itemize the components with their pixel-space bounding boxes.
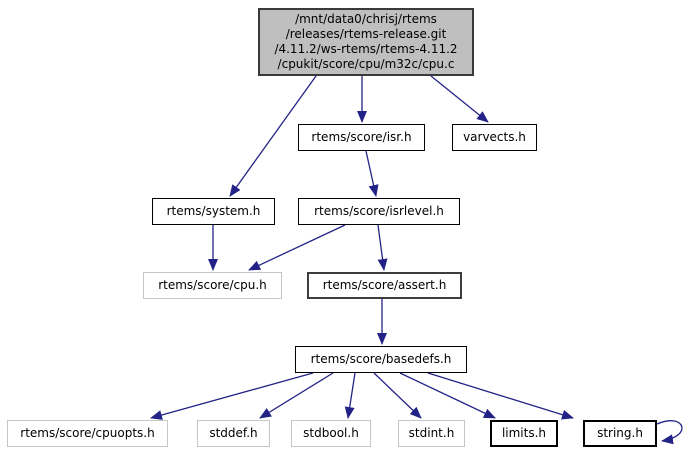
edge-isrlevel-h-to-cpu-h — [248, 224, 346, 271]
node-label: stdbool.h — [303, 426, 359, 440]
node-stdint-h[interactable]: stdint.h — [398, 420, 465, 447]
node-limits-h[interactable]: limits.h — [490, 420, 558, 447]
node-stddef-h[interactable]: stddef.h — [197, 420, 270, 447]
edge-isr-h-to-isrlevel-h — [365, 150, 379, 197]
node-assert-h[interactable]: rtems/score/assert.h — [307, 272, 462, 299]
edge-isrlevel-h-to-assert-h — [377, 224, 388, 271]
edge-basedefs-h-to-cpuopts-h — [150, 372, 314, 420]
node-label: rtems/system.h — [166, 204, 261, 218]
node-cpu-c[interactable]: /mnt/data0/chrisj/rtems /releases/rtems-… — [258, 8, 474, 76]
node-string-h[interactable]: string.h — [583, 420, 657, 447]
node-label: rtems/score/isrlevel.h — [314, 204, 444, 218]
node-label: /mnt/data0/chrisj/rtems /releases/rtems-… — [274, 12, 458, 71]
node-label: rtems/score/assert.h — [322, 278, 447, 292]
node-varvects-h[interactable]: varvects.h — [452, 124, 537, 151]
node-label: rtems/score/cpu.h — [158, 278, 267, 292]
node-label: rtems/score/isr.h — [311, 130, 412, 144]
edge-string-h-self-loop — [656, 420, 683, 445]
node-isr-h[interactable]: rtems/score/isr.h — [298, 124, 425, 151]
node-system-h[interactable]: rtems/system.h — [152, 198, 275, 225]
node-label: limits.h — [501, 426, 547, 440]
node-isrlevel-h[interactable]: rtems/score/isrlevel.h — [298, 198, 460, 225]
node-stdbool-h[interactable]: stdbool.h — [291, 420, 371, 447]
node-label: rtems/score/basedefs.h — [310, 352, 452, 366]
edge-basedefs-h-to-string-h — [427, 372, 574, 420]
edge-basedefs-h-to-limits-h — [399, 372, 496, 419]
edge-basedefs-h-to-stdbool-h — [344, 372, 356, 419]
edge-basedefs-h-to-stdint-h — [373, 372, 422, 419]
node-cpu-h[interactable]: rtems/score/cpu.h — [143, 272, 282, 299]
node-label: stdint.h — [408, 426, 455, 440]
node-cpuopts-h[interactable]: rtems/score/cpuopts.h — [7, 420, 168, 447]
edge-cpu-c-to-system-h — [229, 75, 317, 197]
node-basedefs-h[interactable]: rtems/score/basedefs.h — [295, 346, 467, 373]
edge-cpu-c-to-varvects-h — [430, 75, 489, 123]
node-label: varvects.h — [463, 130, 526, 144]
edge-basedefs-h-to-stddef-h — [259, 372, 334, 419]
node-label: rtems/score/cpuopts.h — [20, 426, 155, 440]
node-label: stddef.h — [209, 426, 258, 440]
node-label: string.h — [597, 426, 643, 440]
